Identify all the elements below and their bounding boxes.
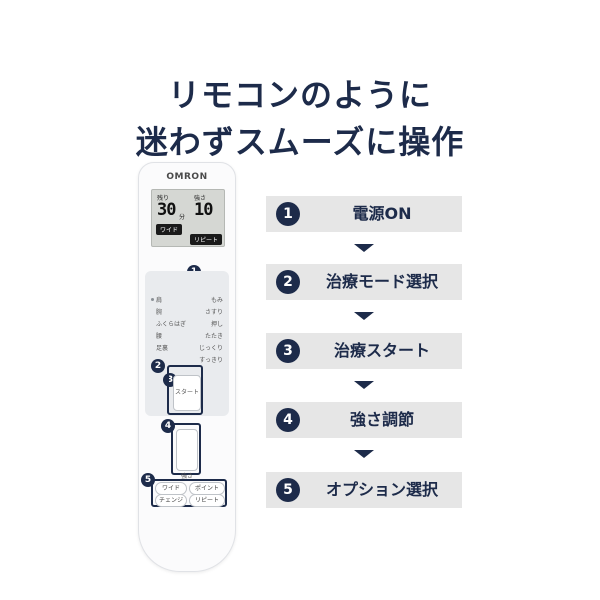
remote-control: OMRON 残り 強さ 30 分 10 ワイド リピート 1 電源 肩 腕 ふく… (138, 162, 236, 572)
part-dot (151, 298, 154, 301)
strength-button[interactable]: 強さ (176, 429, 198, 480)
start-button[interactable]: スタート (173, 375, 201, 411)
down-arrow-icon (354, 244, 374, 252)
part-waist[interactable]: 腰 (156, 333, 163, 340)
mode-sasuri[interactable]: さすり (204, 309, 223, 316)
mode-momi[interactable]: もみ (210, 297, 223, 304)
lcd-display: 残り 強さ 30 分 10 ワイド リピート (151, 189, 225, 247)
change-button[interactable]: チェンジ (155, 494, 187, 507)
down-arrow-icon (354, 381, 374, 389)
step-label: 治療モード選択 (325, 272, 438, 291)
lcd-remaining-label: 残り (157, 195, 170, 202)
mode-select-highlight (167, 365, 203, 415)
step-number: 3 (276, 339, 300, 363)
repeat-button[interactable]: リピート (189, 494, 225, 507)
step-label: 治療スタート (333, 341, 430, 360)
part-arm[interactable]: 腕 (156, 309, 163, 316)
mode-jikkuri[interactable]: じっくり (198, 345, 223, 352)
step-4: 4 強さ調節 (266, 402, 462, 438)
mode-oshi[interactable]: 押し (210, 321, 223, 328)
option-highlight (151, 479, 227, 507)
step-label: オプション選択 (325, 480, 438, 499)
lcd-repeat-indicator: リピート (190, 234, 223, 245)
lcd-strength-value: 10 (194, 200, 214, 220)
callout-badge-2: 2 (151, 359, 165, 373)
step-number: 5 (276, 478, 300, 502)
brand-logo: OMRON (166, 172, 208, 182)
lcd-wide-indicator: ワイド (156, 224, 183, 235)
step-5: 5 オプション選択 (266, 472, 462, 508)
step-label: 強さ調節 (349, 410, 414, 429)
step-number: 1 (276, 202, 300, 226)
headline-line-1: リモコンのように (167, 76, 432, 114)
part-sole[interactable]: 足裏 (156, 345, 169, 352)
step-number: 2 (276, 270, 300, 294)
down-arrow-icon (354, 450, 374, 458)
step-label: 電源ON (352, 204, 412, 223)
headline-line-2: 迷わずスムーズに操作 (135, 123, 465, 161)
strength-highlight (171, 423, 201, 475)
mode-tataki[interactable]: たたき (204, 333, 223, 340)
step-2: 2 治療モード選択 (266, 264, 462, 300)
step-3: 3 治療スタート (266, 333, 462, 369)
strength-button-label: 強さ (180, 473, 193, 480)
part-calf[interactable]: ふくらはぎ (156, 321, 187, 328)
lcd-remaining-value: 30 (157, 200, 177, 220)
step-number: 4 (276, 408, 300, 432)
part-shoulder[interactable]: 肩 (156, 297, 163, 304)
step-1: 1 電源ON (266, 196, 462, 232)
down-arrow-icon (354, 312, 374, 320)
lcd-strength-label: 強さ (194, 195, 207, 202)
mode-sukkiri[interactable]: すっきり (199, 357, 223, 364)
lcd-remaining-unit: 分 (179, 214, 186, 221)
